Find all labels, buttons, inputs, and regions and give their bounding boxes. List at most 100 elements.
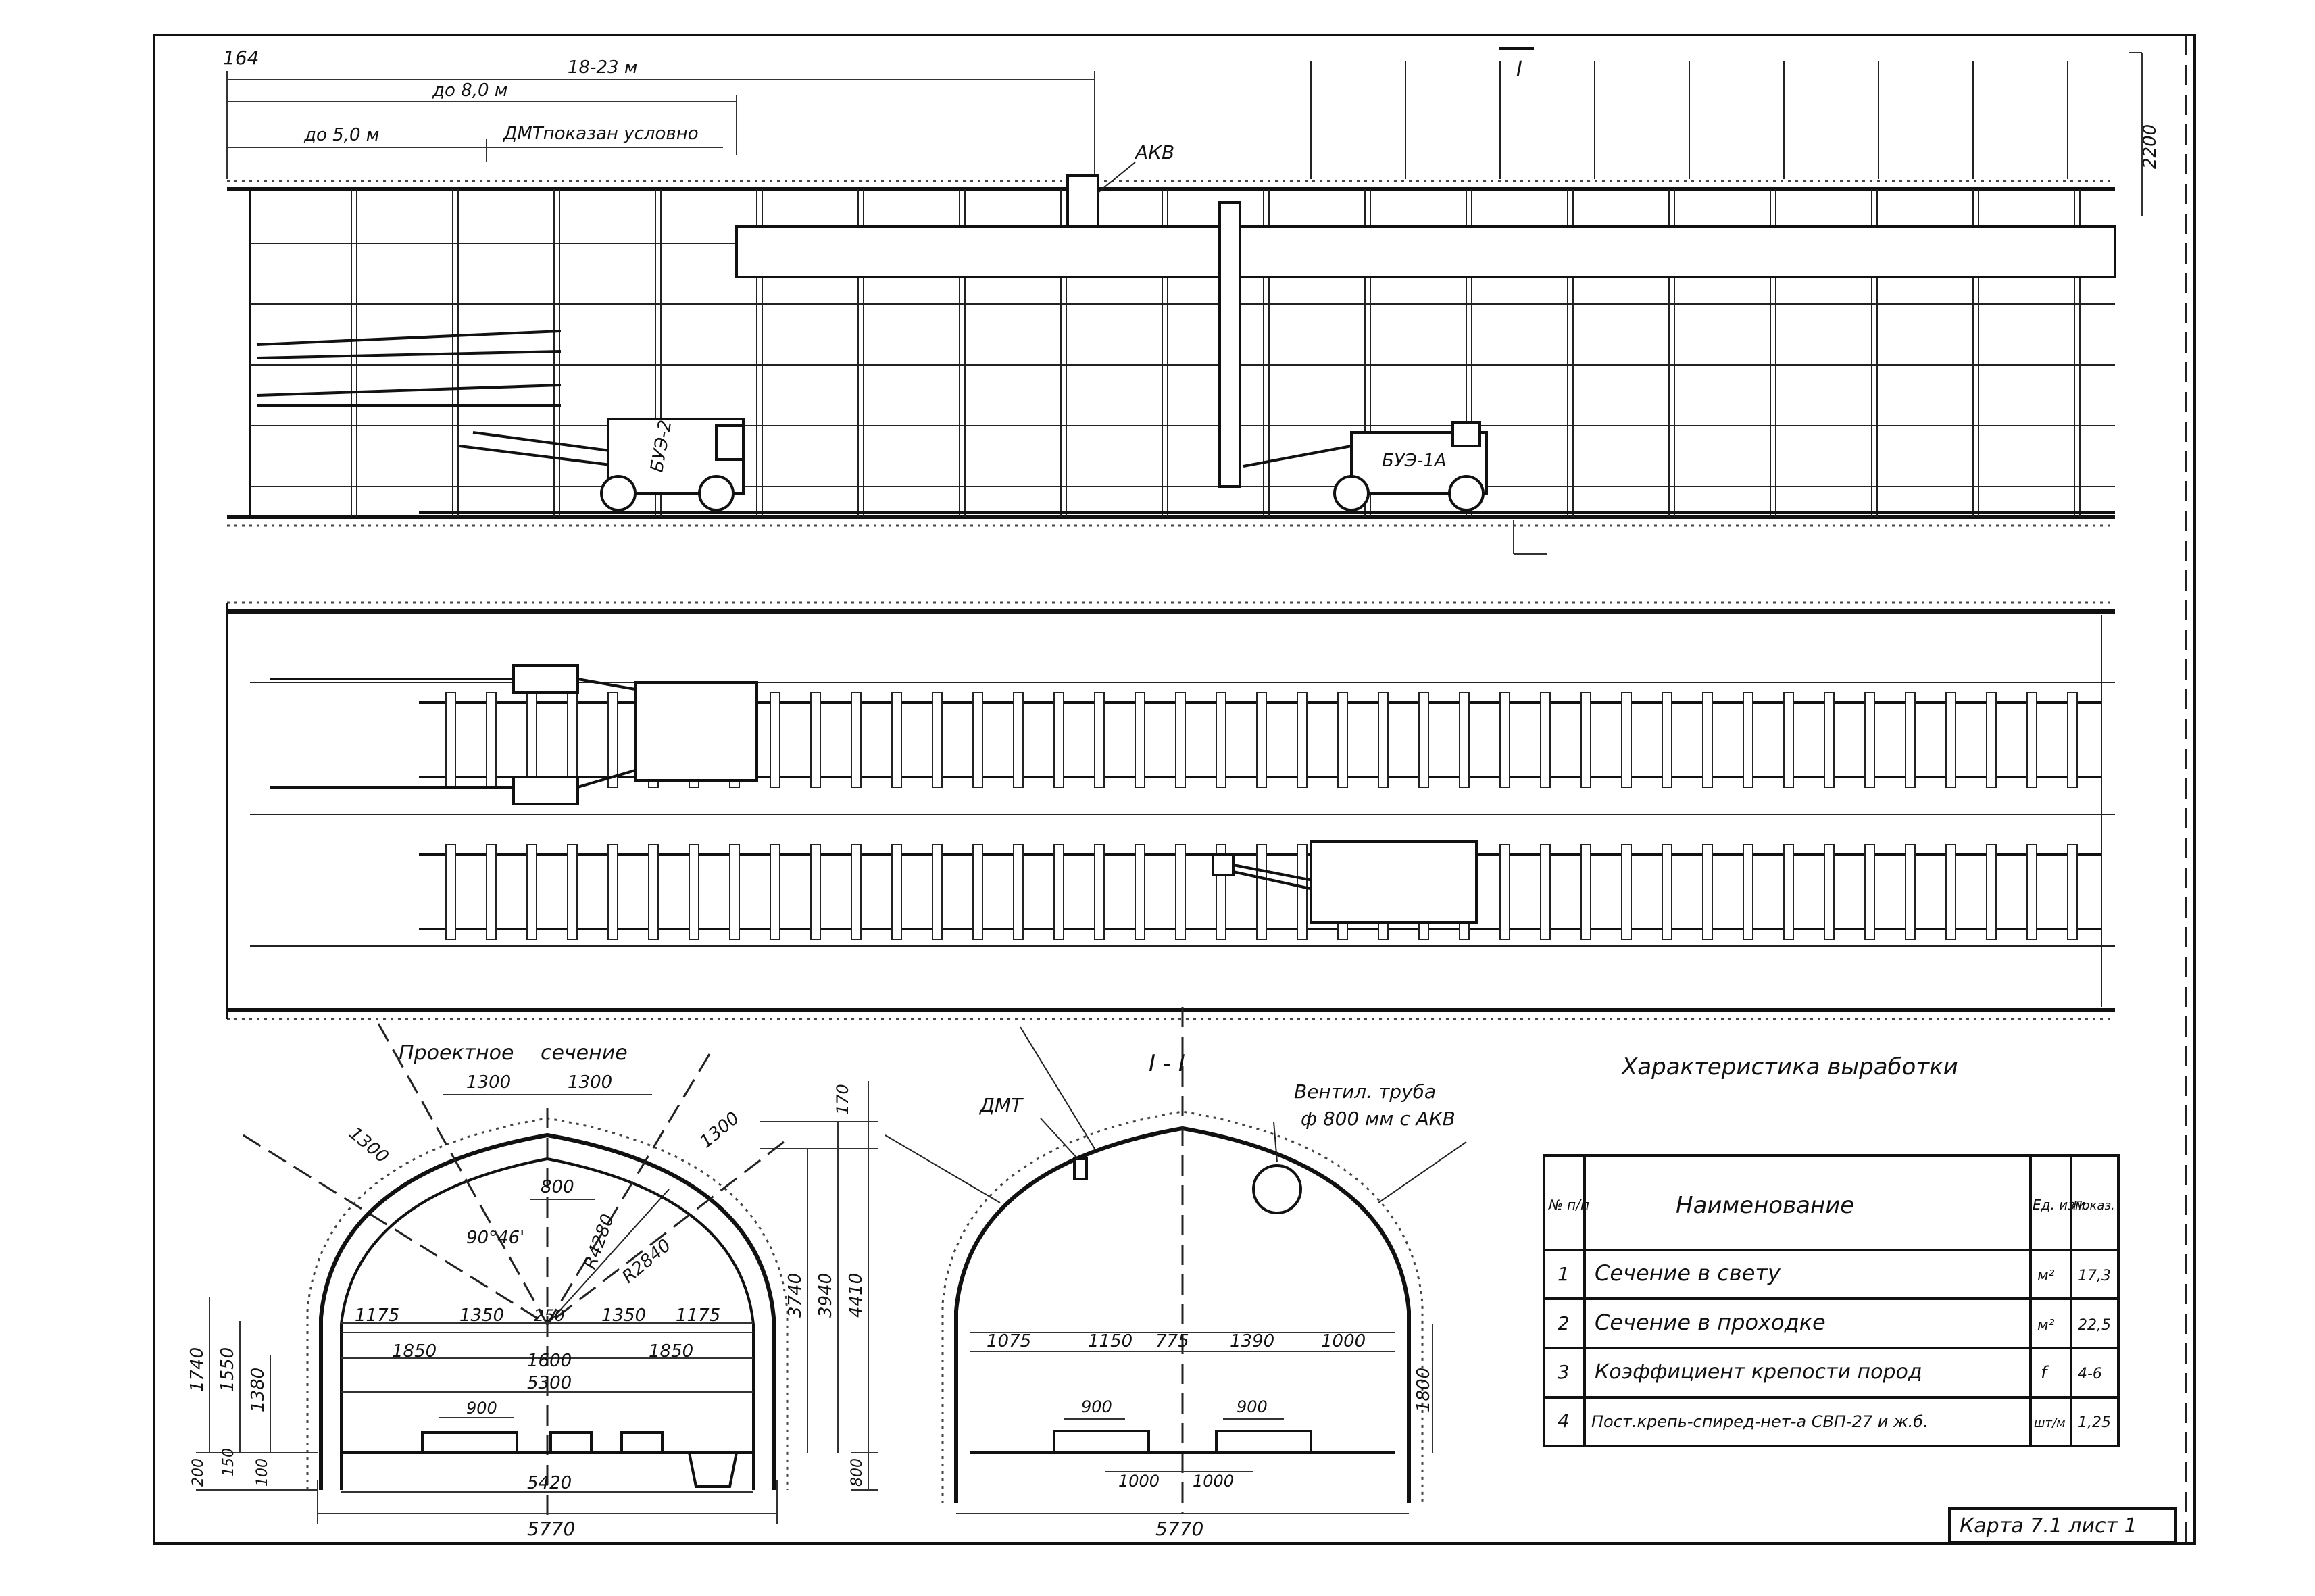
row3-num: 3 (1558, 1361, 1570, 1383)
cs-vent-b: ф 800 мм с АКВ (1301, 1107, 1455, 1130)
rail-tie (1013, 692, 1024, 788)
rail-tie (891, 692, 902, 788)
rail-tie (1743, 844, 1753, 940)
rail-tie (1621, 844, 1632, 940)
ps-1600: 1600 (527, 1351, 572, 1371)
th-name: Наименование (1676, 1192, 1854, 1219)
row3-value: 4-6 (2078, 1366, 2102, 1382)
row2-unit: м² (2037, 1317, 2055, 1334)
ventilation-duct (735, 225, 2116, 278)
rail-tie (851, 692, 862, 788)
rail-tie (1945, 692, 1956, 788)
rail-tie (770, 692, 780, 788)
project-section-title-a: Проектное (399, 1041, 514, 1065)
row2-name: Сечение в проходке (1595, 1310, 1826, 1335)
rail-tie (567, 844, 578, 940)
footer-sheet-label: Карта 7.1 лист 1 (1960, 1514, 2137, 1538)
rail-tie (1986, 844, 1997, 940)
ps-h3940: 3940 (816, 1273, 836, 1318)
rail-tie (445, 692, 456, 788)
rail-tie (1297, 844, 1308, 940)
plan-machine-right (1310, 840, 1478, 924)
rail-tie (1135, 692, 1145, 788)
ps-1350b: 1350 (601, 1305, 646, 1326)
plan-machine-left (634, 681, 758, 782)
cs-h1800: 1800 (1414, 1368, 1434, 1412)
cs-775: 775 (1155, 1331, 1189, 1351)
rail-tie (526, 692, 537, 788)
rail-tie (810, 844, 821, 940)
ps-1175a: 1175 (355, 1305, 399, 1326)
row4-value: 1,25 (2078, 1414, 2111, 1431)
rail-tie (810, 692, 821, 788)
cs-dmt: ДМТ (978, 1094, 1024, 1116)
machine-bue1a-label: БУЭ-1А (1382, 451, 1447, 471)
rail-tie (2067, 844, 2078, 940)
dim-do-8: до 8,0 м (432, 80, 507, 101)
row2-num: 2 (1558, 1312, 1570, 1335)
ps-1350a: 1350 (459, 1305, 504, 1326)
characteristics-title: Характеристика выработки (1620, 1053, 1958, 1080)
page-number: 164 (223, 47, 259, 69)
rail-tie (1905, 692, 1916, 788)
cs-900a: 900 (1081, 1397, 1112, 1416)
ps-250: 250 (534, 1306, 565, 1325)
row1-value: 17,3 (2078, 1268, 2111, 1285)
row2-value: 22,5 (2078, 1317, 2111, 1334)
rail-tie (1864, 844, 1875, 940)
rail-tie (486, 692, 497, 788)
ps-l200: 200 (190, 1458, 207, 1487)
ps-h4410: 4410 (846, 1273, 866, 1318)
ps-r2840: R2840 (618, 1235, 675, 1287)
rail-tie (972, 844, 983, 940)
cross-section: I - I ДМТ Вентил. труба ф 800 мм с АКВ 1… (885, 1007, 1467, 1540)
characteristics-table: Характеристика выработки № п/п Наименова… (1543, 1053, 2120, 1447)
rail-tie (1175, 692, 1186, 788)
ps-h3740: 3740 (785, 1273, 805, 1318)
rail-tie (1945, 844, 1956, 940)
rail-tie (1783, 844, 1794, 940)
ps-h170: 170 (833, 1084, 852, 1115)
rail-tie (1459, 692, 1470, 788)
th-value: Показ. (2073, 1199, 2115, 1213)
rail-tie (1905, 844, 1916, 940)
th-unit: Ед. изм. (2033, 1197, 2089, 1213)
rail-tie (1378, 692, 1389, 788)
rail-tie (1824, 844, 1835, 940)
rail-tie (607, 692, 618, 788)
row4-name: Пост.крепь-спиред-нет-а СВП-27 и ж.б. (1591, 1412, 1928, 1431)
rail-tie (1094, 692, 1105, 788)
row1-unit: м² (2037, 1268, 2055, 1285)
rail-tie (1824, 692, 1835, 788)
row1-num: 1 (1558, 1263, 1570, 1285)
rail-tie (1216, 692, 1226, 788)
rail-tie (770, 844, 780, 940)
row3-unit: f (2041, 1363, 2049, 1383)
ps-5300: 5300 (527, 1373, 572, 1393)
rail-tie (932, 844, 943, 940)
cs-1150: 1150 (1088, 1331, 1132, 1351)
rail-tie (1540, 692, 1551, 788)
rail-tie (1499, 692, 1510, 788)
rail-tie (1135, 844, 1145, 940)
rail-tie (1337, 692, 1348, 788)
rail-tie (2026, 844, 2037, 940)
ps-l1550: 1550 (218, 1347, 238, 1392)
ps-l150: 150 (220, 1448, 237, 1476)
vent-pipe-circle (1252, 1164, 1302, 1214)
cs-vent-a: Вентил. труба (1294, 1080, 1436, 1103)
ps-angle: 90°46' (466, 1228, 524, 1248)
akv-label: АКВ (1134, 141, 1174, 164)
rail-tie (1256, 844, 1267, 940)
ps-l1380: 1380 (248, 1368, 268, 1412)
rail-tie (445, 844, 456, 940)
rail-tie (1864, 692, 1875, 788)
dim-do-5: до 5,0 м (303, 125, 379, 145)
project-section: Проектное сечение 1300 1300 1300 1300 80… (187, 1023, 878, 1540)
rail-tie (689, 844, 699, 940)
rail-tie (1743, 692, 1753, 788)
rail-tie (1053, 844, 1064, 940)
row1-name: Сечение в свету (1595, 1260, 1781, 1286)
rail-tie (891, 844, 902, 940)
